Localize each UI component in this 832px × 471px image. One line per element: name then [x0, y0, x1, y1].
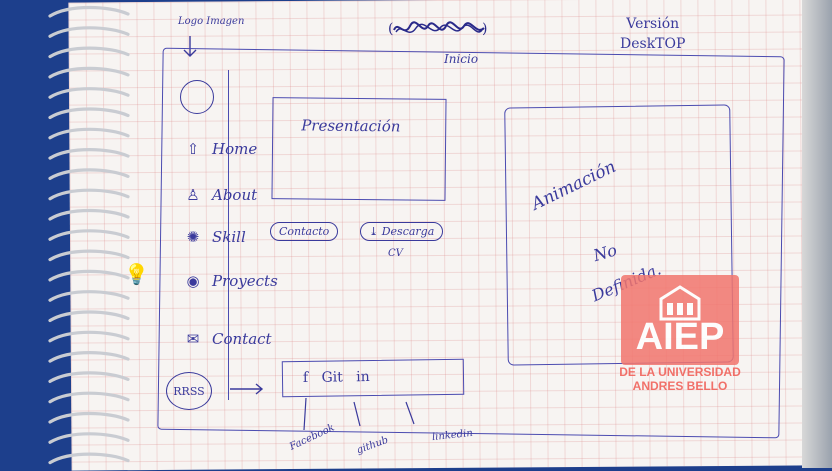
spiral-ring [48, 391, 130, 404]
user-icon: ♙ [186, 186, 200, 204]
presentation-box: Presentación [271, 97, 447, 201]
sidebar-item-proyects[interactable]: ◉ Proyects [180, 272, 278, 290]
sidebar-item-label: About [212, 186, 258, 204]
sidebar-item-label: Skill [212, 228, 246, 246]
spiral-ring [48, 229, 130, 241]
contact-button[interactable]: Contacto [270, 222, 339, 241]
svg-text:(: ( [388, 21, 393, 37]
scribble-title: ( ) [388, 18, 490, 40]
spiral-ring [48, 5, 130, 18]
spiral-rings [48, 5, 130, 465]
spiral-ring [48, 310, 130, 323]
download-button-label: Descarga [381, 225, 435, 238]
sidebar-item-skill[interactable]: ✺ Skill [180, 228, 246, 246]
spiral-ring [48, 432, 130, 444]
presentation-label: Presentación [301, 116, 401, 136]
spiral-ring [48, 107, 130, 120]
spiral-ring [48, 371, 130, 383]
aiep-logo-icon: AIEP [621, 275, 739, 365]
version-label: Versión DeskTOP [620, 16, 685, 52]
social-bar[interactable]: f Git in [281, 358, 465, 398]
spiral-ring [48, 66, 130, 79]
spiral-ring [48, 269, 130, 282]
sidebar-item-label: Proyects [212, 272, 278, 290]
svg-text:): ) [482, 21, 487, 37]
spiral-ring [48, 249, 130, 262]
arrow-down-icon [183, 36, 197, 57]
sidebar-divider [228, 70, 229, 400]
logo-annotation: Logo Imagen [178, 16, 248, 28]
spiral-ring [48, 26, 130, 38]
logo-placeholder[interactable] [180, 80, 214, 114]
download-cv-button[interactable]: ⤓ Descarga [360, 222, 444, 241]
contact-button-label: Contacto [279, 225, 330, 238]
version-line2: DeskTOP [620, 36, 686, 52]
spiral-ring [48, 208, 130, 221]
spiral-ring [48, 351, 130, 363]
rrss-button[interactable]: RRSS [166, 372, 212, 410]
download-sub-label: CV [388, 248, 403, 259]
logo-annotation-text: Logo Imagen [178, 16, 245, 27]
sidebar-item-about[interactable]: ♙ About [180, 186, 257, 204]
spiral-ring [48, 452, 130, 465]
spiral-ring [48, 188, 130, 201]
social-arrows [303, 397, 415, 431]
spiral-ring [48, 46, 130, 59]
spiral-ring [48, 87, 130, 99]
aiep-sub1: DE LA UNIVERSIDAD [619, 365, 741, 379]
spiral-ring [48, 290, 130, 302]
building-icon [659, 285, 701, 321]
rrss-label: RRSS [173, 384, 205, 398]
spiral-ring [48, 411, 130, 424]
sidebar-item-label: Contact [212, 330, 272, 348]
animation-line1: Animación [528, 156, 620, 215]
scribble-icon: ( ) [388, 21, 487, 37]
animation-line2: No [591, 240, 620, 266]
page-name: Inicio [444, 52, 479, 66]
aiep-watermark: AIEP DE LA UNIVERSIDAD ANDRES BELLO [618, 275, 742, 435]
spiral-ring [48, 127, 130, 140]
aiep-brand: AIEP [635, 316, 725, 358]
arrow-right-icon [230, 383, 264, 395]
eye-icon: ◉ [186, 272, 200, 290]
spiral-ring [48, 330, 130, 343]
sidebar-item-label: Home [212, 140, 258, 158]
sidebar-item-contact[interactable]: ✉ Contact [180, 330, 272, 348]
gear-icon: ✺ [186, 228, 200, 246]
page-edge [802, 0, 832, 468]
version-line1: Versión [626, 16, 680, 32]
mail-icon: ✉ [186, 330, 200, 348]
spiral-ring [48, 168, 130, 180]
social-bar-text: f Git in [302, 369, 370, 386]
aiep-sub2: ANDRES BELLO [632, 379, 728, 393]
download-icon: ⤓ [369, 225, 379, 238]
lightbulb-icon: 💡 [124, 262, 149, 286]
sidebar-item-home[interactable]: ⇧ Home [180, 140, 258, 158]
spiral-ring [48, 148, 130, 160]
home-icon: ⇧ [186, 140, 200, 158]
